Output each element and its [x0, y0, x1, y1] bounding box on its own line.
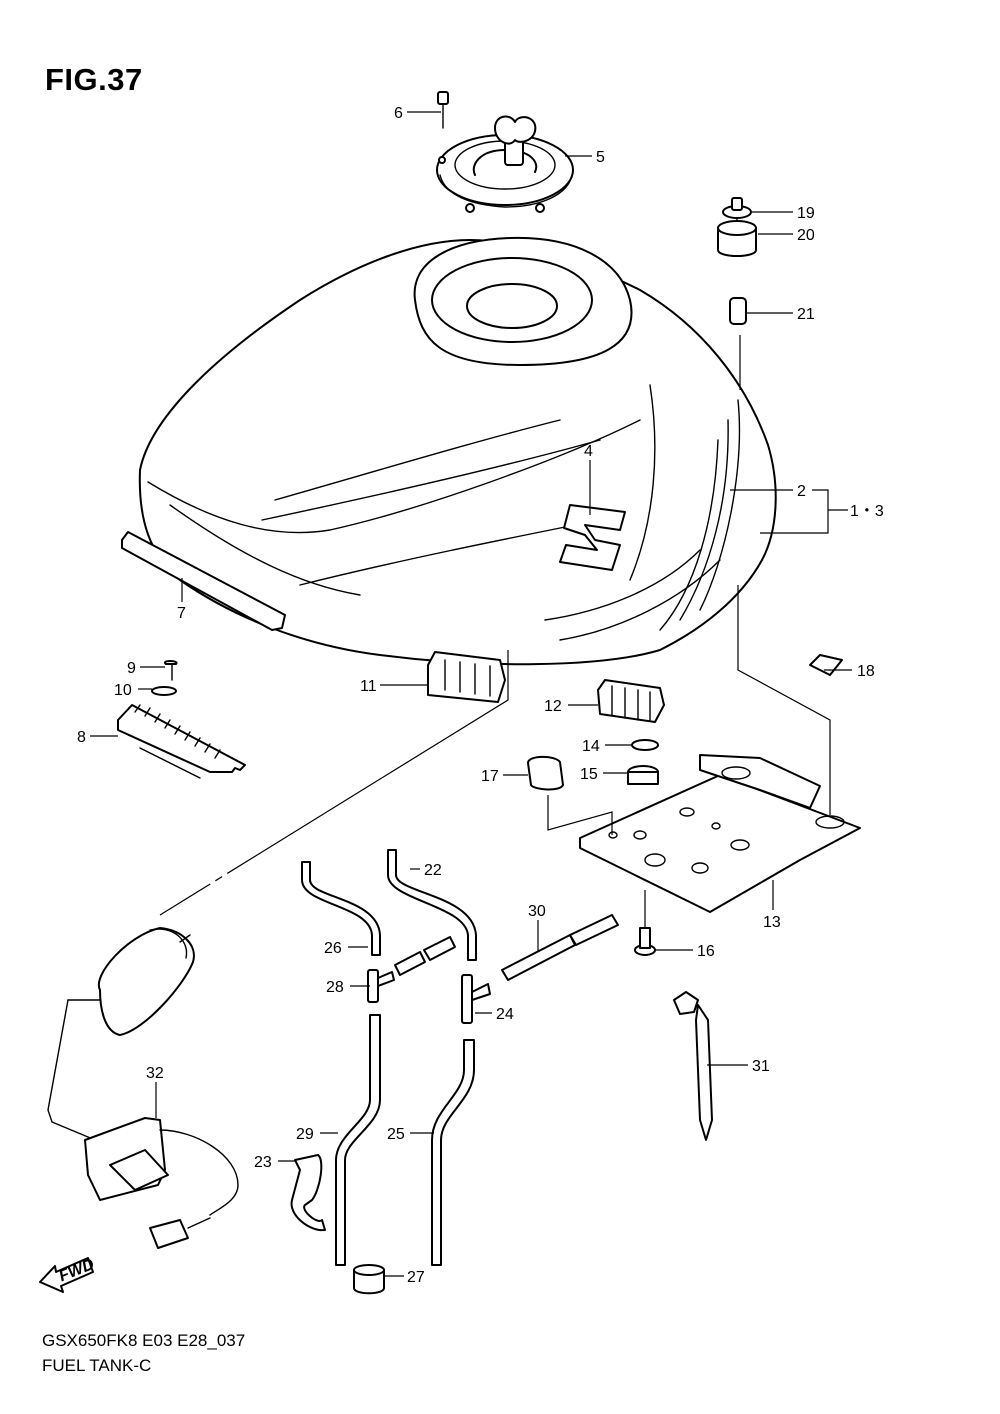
callout-10: 10 — [114, 682, 132, 699]
callout-8: 8 — [77, 729, 86, 746]
callout-30: 30 — [528, 903, 546, 920]
callout-14: 14 — [582, 738, 600, 755]
callout-2: 2 — [797, 483, 806, 500]
fwd-label: FWD — [57, 1256, 98, 1286]
callout-9: 9 — [127, 660, 136, 677]
fuel-cap-drawing — [436, 91, 574, 213]
callout-28: 28 — [326, 979, 344, 996]
sensor-31-drawing — [673, 991, 713, 1141]
callout-29: 29 — [296, 1126, 314, 1143]
callout-19: 19 — [797, 205, 815, 222]
callout-27: 27 — [407, 1269, 425, 1286]
callout-26: 26 — [324, 940, 342, 957]
mount-hardware-drawing — [717, 197, 757, 390]
callout-23: 23 — [254, 1154, 272, 1171]
ring-27-drawing — [353, 1264, 385, 1295]
callout-labels: 1・3 2 4 5 6 7 8 9 10 11 12 13 14 15 16 1… — [77, 105, 884, 1286]
bracket-13-drawing — [579, 754, 861, 913]
callout-1-3: 1・3 — [850, 503, 884, 520]
callout-13: 13 — [763, 914, 781, 931]
callout-32: 32 — [146, 1065, 164, 1082]
callout-15: 15 — [580, 766, 598, 783]
hoses-drawing — [301, 849, 619, 1266]
bolt-16-drawing — [634, 890, 656, 956]
bracket-8-drawing — [117, 660, 246, 779]
callout-20: 20 — [797, 227, 815, 244]
callout-18: 18 — [857, 663, 875, 680]
figure-title: FIG.37 — [45, 62, 143, 97]
callout-31: 31 — [752, 1058, 770, 1075]
callout-24: 24 — [496, 1006, 514, 1023]
seal-strip-drawing — [121, 531, 286, 631]
pad-18-drawing — [809, 654, 843, 676]
assembly-linkage-lines — [159, 585, 831, 916]
figure-name: FUEL TANK-C — [42, 1356, 152, 1375]
callout-6: 6 — [394, 105, 403, 122]
callout-25: 25 — [387, 1126, 405, 1143]
callout-5: 5 — [596, 149, 605, 166]
leader-lines — [90, 111, 852, 1277]
damper-11-drawing — [427, 651, 506, 703]
model-code: GSX650FK8 E03 E28_037 — [42, 1331, 246, 1350]
callout-12: 12 — [544, 698, 562, 715]
damper-12-drawing — [597, 679, 665, 723]
callout-17: 17 — [481, 768, 499, 785]
callout-11: 11 — [360, 678, 377, 695]
cushions-drawing — [527, 739, 659, 791]
callout-7: 7 — [177, 605, 186, 622]
joints-drawing — [367, 969, 491, 1024]
clamp-23-drawing — [290, 1154, 326, 1232]
callout-21: 21 — [797, 306, 815, 323]
callout-16: 16 — [697, 943, 715, 960]
callout-4: 4 — [584, 443, 593, 460]
callout-22: 22 — [424, 862, 442, 879]
fuel-pump-32-drawing — [47, 927, 239, 1249]
fwd-arrow-icon: FWD — [39, 1256, 98, 1293]
